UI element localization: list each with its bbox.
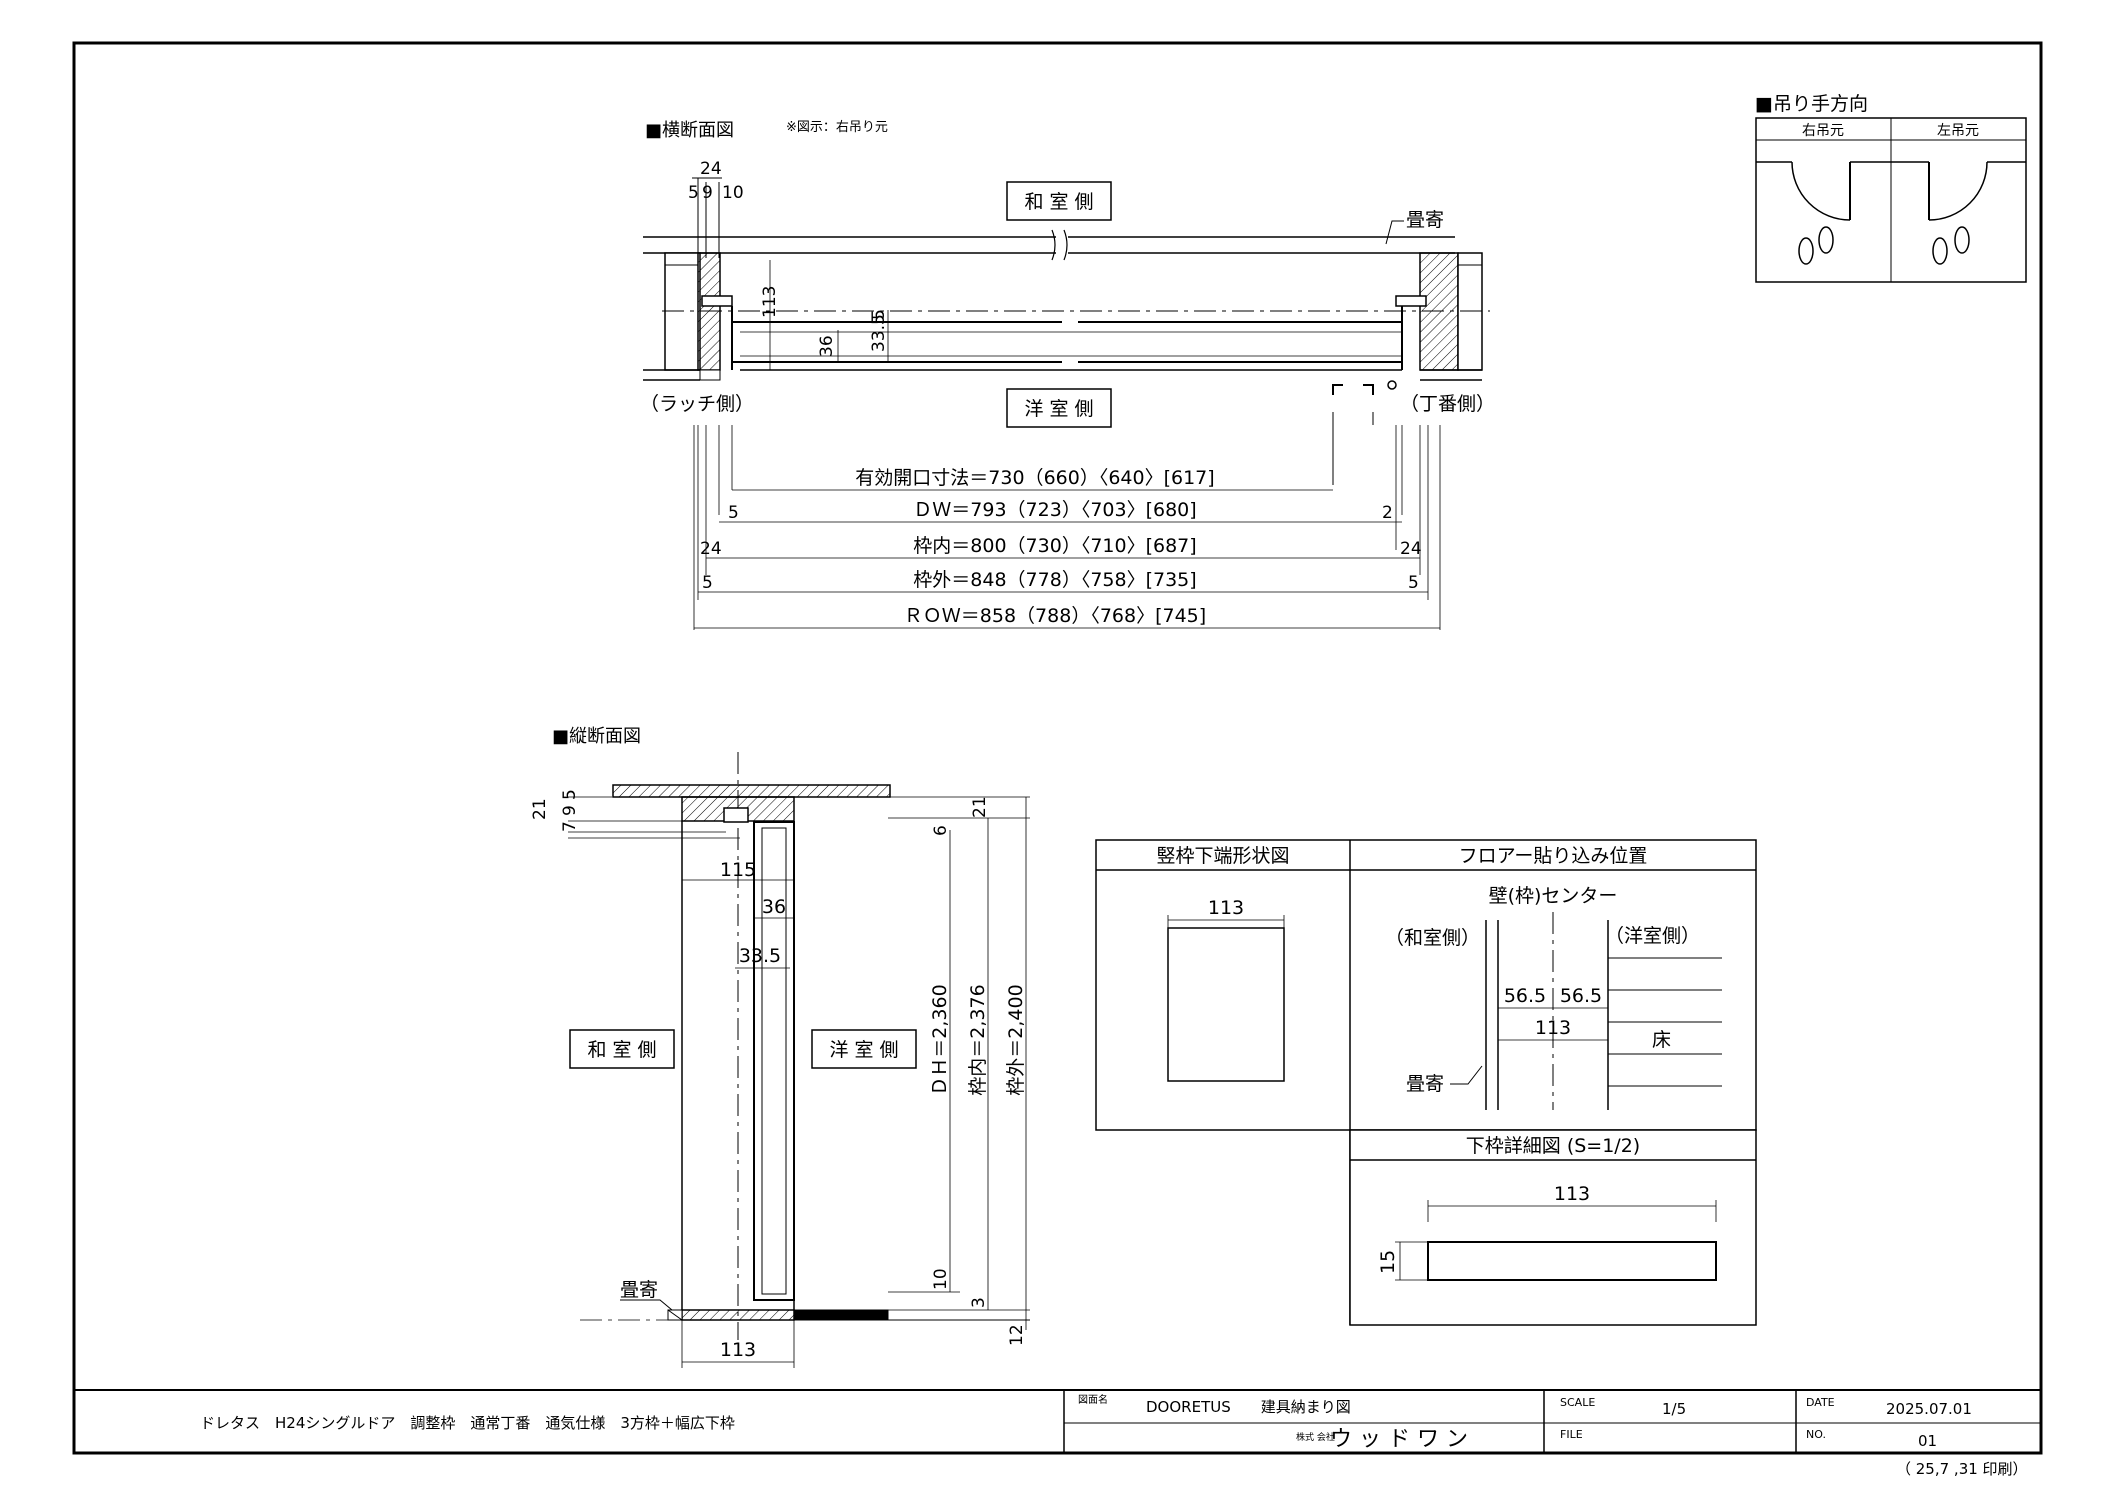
v-dim-6: 6 <box>931 825 951 836</box>
tb-company: ウ ッ ド ワ ン <box>1330 1427 1468 1452</box>
horizontal-section-note: ※図示：右吊り元 <box>786 120 888 135</box>
tb-drawing-name-label: 図面名 <box>1078 1393 1108 1406</box>
dim-row-outer-left: 5 <box>702 573 713 593</box>
tb-no: 01 <box>1918 1432 1937 1450</box>
dim-row-row: ＲＯＷ＝858（788）〈768〉[745] <box>904 605 1206 627</box>
wall-center: 壁(枠)センター <box>1489 885 1618 907</box>
floor-tatami: 畳寄 <box>1406 1073 1444 1095</box>
dim-row-inner-right: 24 <box>1400 539 1422 559</box>
latch-label: （ラッチ側） <box>640 393 754 415</box>
v-top-dim-21: 21 <box>530 798 550 820</box>
floor-label: 床 <box>1652 1029 1671 1051</box>
top-dim-total: 24 <box>700 159 722 179</box>
v-dim-10: 10 <box>931 1268 951 1290</box>
v-dim-21: 21 <box>970 796 990 818</box>
floor-title: フロアー貼り込み位置 <box>1459 845 1648 867</box>
tatami-label-h: 畳寄 <box>1406 209 1444 231</box>
sheet-border <box>72 41 2043 1455</box>
washitsu-label-h: 和 室 側 <box>1024 191 1093 213</box>
yoshitsu-label-v: 洋 室 側 <box>829 1039 898 1061</box>
print-note: （ 25,7 ,31 印刷） <box>1896 1460 2028 1478</box>
washitsu-label-v: 和 室 側 <box>587 1039 656 1061</box>
floor-washitsu: （和室側） <box>1385 927 1480 949</box>
dim-row-inner: 枠内＝800（730）〈710〉[687] <box>913 535 1196 557</box>
v-bottom-113: 113 <box>720 1339 756 1361</box>
hanging-direction-title: ■吊り手方向 <box>1755 93 1868 115</box>
floor-total: 113 <box>1535 1017 1571 1039</box>
tb-company-label: 株式 会社 <box>1296 1431 1335 1443</box>
v-dim-12: 12 <box>1007 1324 1027 1346</box>
top-dim-part-10: 10 <box>722 183 744 203</box>
horizontal-section-title: ■横断面図 <box>645 120 734 141</box>
detail-box: 竪枠下端形状図 フロアー貼り込み位置 113 壁(枠)センター （和室側） （洋… <box>1095 839 1757 1326</box>
dim-row-inner-left: 24 <box>700 539 722 559</box>
vertical-section-title: ■縦断面図 <box>552 726 641 747</box>
hanging-right: 右吊元 <box>1802 123 1844 139</box>
dim-row-outer-right: 5 <box>1408 573 1419 593</box>
dim-36-h: 36 <box>817 335 837 357</box>
hinge-label: （丁番側） <box>1400 393 1495 415</box>
floor-yoshitsu: （洋室側） <box>1605 925 1700 947</box>
v-dim-3: 3 <box>969 1297 989 1308</box>
tb-date: 2025.07.01 <box>1886 1400 1972 1418</box>
dim-row-outer: 枠外＝848（778）〈758〉[735] <box>913 569 1196 591</box>
dim-33-5-h: 33.5 <box>869 314 889 352</box>
dim-row-dw-right: 2 <box>1382 503 1393 523</box>
dim-113-h: 113 <box>760 286 780 318</box>
hanging-left: 左吊元 <box>1937 123 1979 139</box>
v-top-dim-5: 5 <box>560 789 580 800</box>
floor-half-right: 56.5 <box>1560 985 1602 1007</box>
v-top-dim-7: 7 <box>560 821 580 832</box>
dim-5-h: 5 <box>869 309 889 320</box>
hanging-direction: ■吊り手方向 右吊元 左吊元 <box>1755 93 2027 283</box>
lower-height: 15 <box>1377 1250 1399 1274</box>
frame-bottom-dim: 113 <box>1208 897 1244 919</box>
v-dim-33-5: 33.5 <box>739 945 781 967</box>
tb-drawing-name: DOORETUS 建具納まり図 <box>1146 1398 1351 1416</box>
v-dim-dh: ＤＨ＝2,360 <box>929 984 951 1095</box>
vertical-section: ■縦断面図 21 7 9 5 115 36 33.5 和 室 側 洋 室 側 <box>530 726 1030 1368</box>
lower-width: 113 <box>1554 1183 1590 1205</box>
v-dim-inner: 枠内＝2,376 <box>967 984 989 1095</box>
tb-description: ドレタス H24シングルドア 調整枠 通常丁番 通気仕様 3方枠＋幅広下枠 <box>200 1414 735 1432</box>
title-block: ドレタス H24シングルドア 調整枠 通常丁番 通気仕様 3方枠＋幅広下枠 図面… <box>74 1389 2041 1453</box>
frame-bottom-title: 竪枠下端形状図 <box>1156 845 1289 867</box>
v-dim-115: 115 <box>720 859 756 881</box>
tb-file-label: FILE <box>1560 1428 1583 1441</box>
tb-scale: 1/5 <box>1662 1400 1686 1418</box>
dim-row-dw-left: 5 <box>728 503 739 523</box>
lower-title: 下枠詳細図 (S=1/2) <box>1466 1135 1640 1157</box>
yoshitsu-label-h: 洋 室 側 <box>1024 398 1093 420</box>
floor-half-left: 56.5 <box>1504 985 1546 1007</box>
dim-row-effective: 有効開口寸法＝730（660）〈640〉[617] <box>855 467 1214 489</box>
top-dim-part-5: 5 <box>688 183 699 203</box>
v-dim-outer: 枠外＝2,400 <box>1005 984 1027 1095</box>
dim-row-dw: ＤＷ＝793（723）〈703〉[680] <box>913 499 1196 521</box>
v-dim-36: 36 <box>762 896 786 918</box>
tb-scale-label: SCALE <box>1560 1396 1595 1409</box>
horizontal-section: ■横断面図 ※図示：右吊り元 24 5 9 10 和 室 側 畳寄 <box>640 120 1495 630</box>
v-top-dim-9: 9 <box>560 805 580 816</box>
top-dim-part-9: 9 <box>702 183 713 203</box>
tb-date-label: DATE <box>1806 1396 1835 1409</box>
tb-no-label: NO. <box>1806 1428 1826 1441</box>
v-tatami-label: 畳寄 <box>620 1279 658 1301</box>
